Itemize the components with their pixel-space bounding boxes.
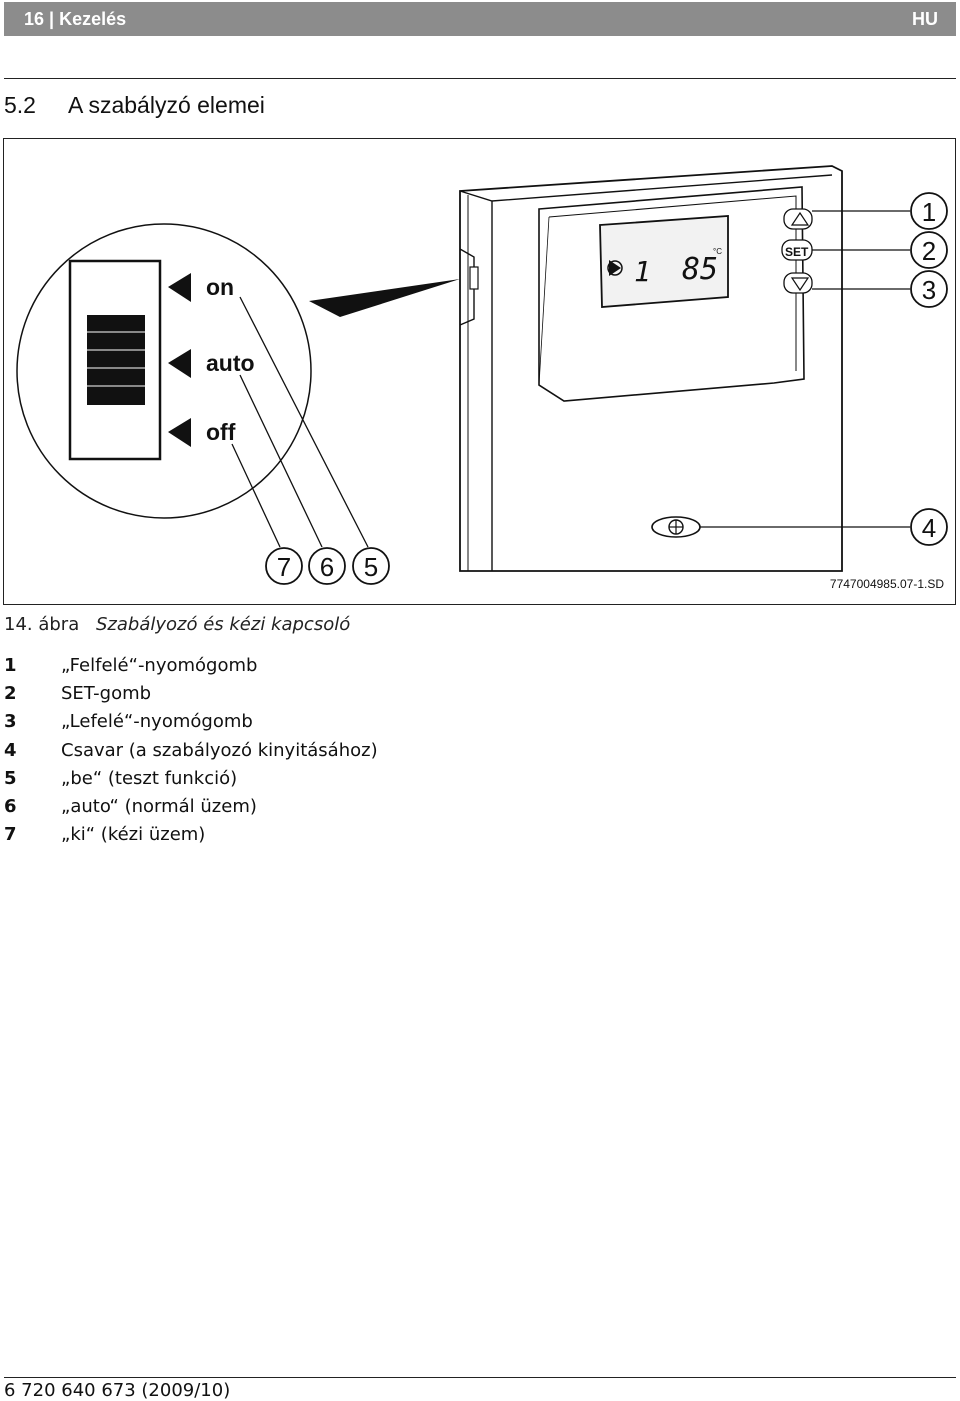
leader-line-6 xyxy=(239,374,323,548)
section-heading: 5.2 A szabályzó elemei xyxy=(4,92,265,119)
legend-list: 1 „Felfelé“-nyomógomb 2 SET-gomb 3 „Lefelé“… xyxy=(4,655,378,852)
legend-item: 7 „ki“ (kézi üzem) xyxy=(4,824,378,852)
lcd-display xyxy=(599,215,729,308)
callout-1: 1 xyxy=(910,192,948,230)
legend-number: 6 xyxy=(4,795,17,817)
legend-text: SET-gomb xyxy=(61,683,152,705)
header-left: 16 | Kezelés xyxy=(24,9,126,30)
switch-magnifier-circle xyxy=(16,223,312,519)
down-button xyxy=(783,272,813,294)
legend-number: 5 xyxy=(4,767,17,789)
header-section: Kezelés xyxy=(59,9,127,29)
callout-3: 3 xyxy=(910,270,948,308)
on-arrow-icon xyxy=(168,273,191,302)
legend-text: „Felfelé“-nyomógomb xyxy=(61,655,258,676)
figure-reference-code: 7747004985.07-1.SD xyxy=(830,577,944,591)
svg-text:4: 4 xyxy=(922,513,936,543)
legend-text: „ki“ (kézi üzem) xyxy=(61,824,206,846)
switch-knob xyxy=(87,315,145,405)
legend-item: 2 SET-gomb xyxy=(4,683,378,711)
switch-label-auto: auto xyxy=(206,350,255,376)
svg-text:2: 2 xyxy=(922,236,936,266)
legend-text: „be“ (teszt funkció) xyxy=(61,767,238,789)
svg-text:6: 6 xyxy=(320,552,334,582)
legend-item: 3 „Lefelé“-nyomógomb xyxy=(4,711,378,739)
legend-item: 5 „be“ (teszt funkció) xyxy=(4,768,378,796)
off-arrow-icon xyxy=(168,418,191,447)
display-value: 85 xyxy=(682,252,718,287)
svg-text:3: 3 xyxy=(922,275,936,305)
callout-7: 7 xyxy=(265,547,303,585)
magnifier-pointer xyxy=(309,279,460,317)
legend-text: „Lefelé“-nyomógomb xyxy=(61,711,253,733)
page-header: 16 | Kezelés HU xyxy=(4,2,956,36)
legend-item: 4 Csavar (a szabályozó kinyitásához) xyxy=(4,740,378,768)
set-button-label: SET xyxy=(785,245,809,259)
caption-number: 14. ábra xyxy=(4,614,80,635)
switch-label-on: on xyxy=(206,274,234,300)
svg-text:7: 7 xyxy=(277,552,291,582)
down-arrow-icon xyxy=(790,277,810,292)
header-language: HU xyxy=(912,9,938,29)
figure-controller: on auto off 1 85 °C SET xyxy=(3,138,956,605)
footer-rule xyxy=(4,1377,956,1378)
display-unit: °C xyxy=(713,247,722,256)
legend-item: 1 „Felfelé“-nyomógomb xyxy=(4,655,378,683)
legend-text: „auto“ (normál üzem) xyxy=(61,795,257,817)
legend-number: 3 xyxy=(4,711,17,733)
svg-text:1: 1 xyxy=(922,197,936,227)
legend-number: 1 xyxy=(4,655,17,676)
controller-illustration: on auto off 1 85 °C SET xyxy=(16,165,948,591)
header-separator: | xyxy=(49,9,55,29)
svg-text:5: 5 xyxy=(364,552,378,582)
display-channel: 1 xyxy=(634,255,651,288)
page-number: 16 xyxy=(24,9,45,29)
caption-text: Szabályozó és kézi kapcsoló xyxy=(96,614,351,635)
legend-item: 6 „auto“ (normál üzem) xyxy=(4,796,378,824)
leader-line-5 xyxy=(239,296,369,548)
up-arrow-icon xyxy=(790,211,810,226)
legend-text: Csavar (a szabályozó kinyitásához) xyxy=(61,739,378,761)
up-button xyxy=(783,208,813,230)
legend-number: 4 xyxy=(4,739,17,761)
legend-number: 2 xyxy=(4,683,17,705)
callout-2: 2 xyxy=(910,231,948,269)
auto-arrow-icon xyxy=(168,349,191,378)
leader-line-7 xyxy=(231,443,281,548)
heading-rule xyxy=(4,78,956,79)
figure-caption: 14. ábra Szabályozó és kézi kapcsoló xyxy=(4,614,350,635)
callout-5: 5 xyxy=(352,547,390,585)
pump-indicator-icon xyxy=(609,260,621,276)
callout-4: 4 xyxy=(910,508,948,546)
callout-6: 6 xyxy=(308,547,346,585)
switch-label-off: off xyxy=(206,419,236,445)
section-number: 5.2 xyxy=(4,92,36,118)
section-title: A szabályzó elemei xyxy=(68,92,265,118)
footer-doc-number: 6 720 640 673 (2009/10) xyxy=(4,1380,231,1401)
legend-number: 7 xyxy=(4,824,17,846)
